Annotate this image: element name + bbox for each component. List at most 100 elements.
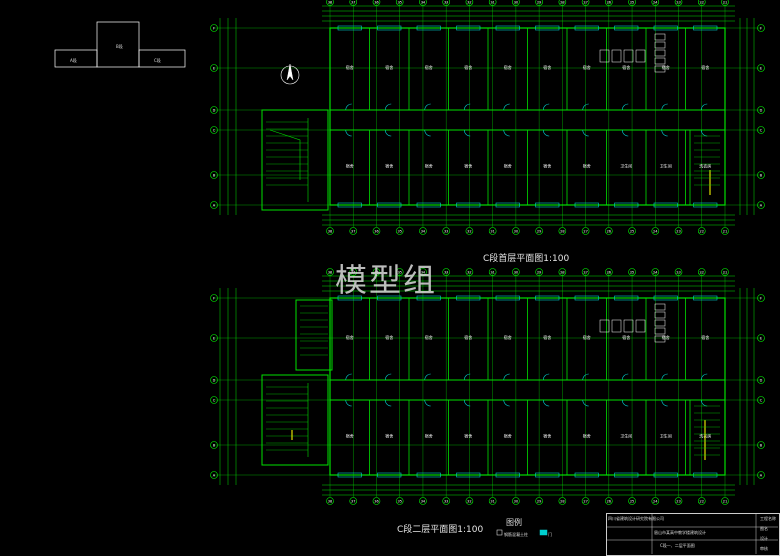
window xyxy=(653,295,678,301)
axis-bubble-label: 21 xyxy=(723,500,727,504)
window xyxy=(416,202,441,208)
axis-bubble-top xyxy=(581,268,590,276)
axis-bubble-label: C xyxy=(760,398,763,402)
title-block-row-2: 图名 xyxy=(760,526,768,531)
axis-bubble-bottom xyxy=(605,227,613,235)
window xyxy=(574,25,599,31)
axis-bubble-label: A xyxy=(760,473,763,477)
door-swing xyxy=(582,129,589,137)
room-label: 卫生间 xyxy=(620,433,632,439)
axis-bubble-top xyxy=(651,268,660,276)
axis-bubble-label: 34 xyxy=(421,500,426,504)
axis-bubble-right xyxy=(757,441,765,449)
door-swing xyxy=(384,129,392,137)
room-label: 宿舍 xyxy=(622,64,630,70)
axis-bubble-top xyxy=(605,268,613,276)
room-label: 宿舍 xyxy=(346,334,354,340)
key-plan-c-label: C段 xyxy=(154,58,161,63)
door-swing xyxy=(582,373,589,381)
axis-bubble-bottom xyxy=(349,227,358,235)
axis-bubble-label: A xyxy=(760,203,763,207)
axis-bubble-label: 37 xyxy=(351,500,355,504)
room-label: 宿舍 xyxy=(504,163,512,169)
axis-bubble-label: 26 xyxy=(607,230,611,234)
axis-bubble-left xyxy=(210,64,218,72)
key-plan-a-label: A段 xyxy=(70,58,77,63)
window xyxy=(535,295,560,301)
axis-bubble-label: F xyxy=(760,296,762,300)
axis-bubble-top xyxy=(697,268,706,276)
axis-bubble-top xyxy=(674,268,683,276)
window xyxy=(456,472,481,478)
axis-bubble-top xyxy=(488,0,497,6)
axis-bubble-bottom xyxy=(581,227,590,235)
second-stair xyxy=(295,299,333,371)
axis-bubble-label: F xyxy=(760,26,762,30)
axis-bubble-top xyxy=(558,268,567,276)
axis-bubble-label: 35 xyxy=(397,271,401,275)
window xyxy=(337,295,362,301)
window xyxy=(377,295,402,301)
door-swing xyxy=(424,129,431,137)
room-label: 宿舍 xyxy=(464,433,472,439)
window xyxy=(495,472,520,478)
room-label: 宿舍 xyxy=(543,163,551,169)
axis-bubble-label: 32 xyxy=(467,271,471,275)
axis-bubble-label: D xyxy=(760,108,763,112)
room-label: 宿舍 xyxy=(464,163,472,169)
axis-bubble-label: 25 xyxy=(630,271,634,275)
axis-bubble-right xyxy=(757,24,765,32)
axis-bubble-top xyxy=(628,268,636,276)
axis-bubble-label: 22 xyxy=(700,1,704,5)
key-plan-block-b xyxy=(96,21,140,68)
door-swing xyxy=(384,399,392,407)
axis-bubble-left xyxy=(210,201,218,209)
axis-bubble-label: 29 xyxy=(537,1,541,5)
axis-bubble-label: 33 xyxy=(444,230,448,234)
axis-bubble-label: 35 xyxy=(397,1,401,5)
axis-bubble-label: 28 xyxy=(560,271,564,275)
axis-bubble-top xyxy=(326,268,334,276)
window xyxy=(456,25,481,31)
axis-bubble-label: B xyxy=(213,173,216,177)
room-label: 宿舍 xyxy=(385,433,393,439)
window xyxy=(614,202,639,208)
axis-bubble-label: 29 xyxy=(537,271,541,275)
door-swing xyxy=(424,103,431,111)
axis-bubble-right xyxy=(757,334,765,342)
axis-bubble-label: 28 xyxy=(560,230,564,234)
axis-bubble-bottom xyxy=(488,227,497,235)
window xyxy=(337,202,362,208)
axis-bubble-label: 38 xyxy=(328,1,332,5)
axis-bubble-bottom xyxy=(512,227,520,235)
sink-fixture xyxy=(623,49,634,63)
door-swing xyxy=(463,373,471,381)
axis-bubble-left xyxy=(210,106,218,114)
axis-bubble-label: 31 xyxy=(490,271,494,275)
title-block-row-1: 工程名称 xyxy=(760,516,776,521)
room-label: 宿舍 xyxy=(385,334,393,340)
axis-bubble-left xyxy=(210,126,218,134)
axis-bubble-top xyxy=(326,0,334,6)
window xyxy=(693,25,718,31)
axis-bubble-left xyxy=(210,376,218,384)
sink-fixture xyxy=(611,49,622,63)
axis-bubble-bottom xyxy=(465,227,474,235)
axis-bubble-top xyxy=(442,268,450,276)
axis-bubble-right xyxy=(757,171,765,179)
axis-bubble-label: 32 xyxy=(467,1,471,5)
axis-bubble-label: 37 xyxy=(351,230,355,234)
sink-fixture xyxy=(599,49,610,63)
toilet-fixture xyxy=(654,327,666,335)
door-swing xyxy=(661,129,668,137)
door-swing xyxy=(661,399,668,407)
axis-bubble-bottom xyxy=(512,497,520,505)
door-swing xyxy=(582,399,589,407)
title-block-row-3: 设计 xyxy=(760,536,768,541)
room-label: 宿舍 xyxy=(543,334,551,340)
toilet-fixture xyxy=(654,65,666,73)
right-stair xyxy=(689,399,726,476)
axis-bubble-top xyxy=(558,0,567,6)
room-label: 宿舍 xyxy=(464,64,472,70)
